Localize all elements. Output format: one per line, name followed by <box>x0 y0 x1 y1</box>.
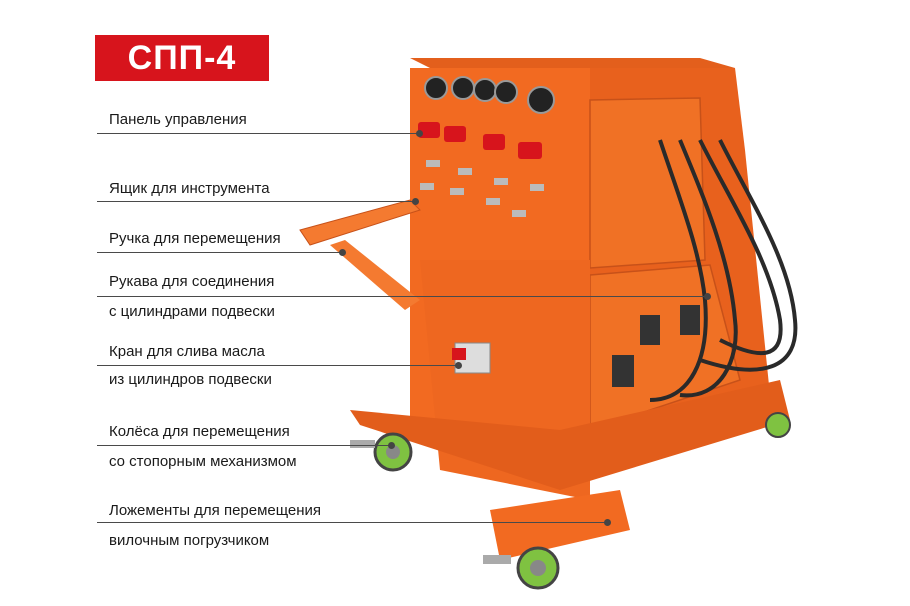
connector <box>640 315 660 345</box>
callout-dot-control-panel <box>416 130 423 137</box>
label-tool-box: Ящик для инструмента <box>109 180 270 197</box>
label-hoses-line1: Рукава для соединения <box>109 273 275 290</box>
wheels <box>373 412 791 590</box>
label-drain-valve-line2: из цилиндров подвески <box>109 371 272 388</box>
callout-line-tool-box <box>97 201 415 202</box>
gauges <box>424 76 555 114</box>
callout-dot-wheels <box>388 442 395 449</box>
callout-line-fork-pockets <box>97 522 607 523</box>
handle-arm <box>330 240 420 310</box>
label-fork-pockets-line1: Ложементы для перемещения <box>109 502 322 519</box>
label-fork-pockets-line2: вилочным погрузчиком <box>109 532 270 549</box>
top-lid <box>410 58 735 68</box>
hoses <box>649 139 798 402</box>
callout-line-handle <box>97 252 342 253</box>
label-hoses-line2: с цилиндрами подвески <box>109 303 275 320</box>
side-door-upper <box>589 97 706 269</box>
callout-dot-handle <box>339 249 346 256</box>
label-handle: Ручка для перемещения <box>109 230 281 247</box>
callout-dot-hoses <box>704 293 711 300</box>
base-frame <box>350 380 790 490</box>
callout-dot-drain-valve <box>455 362 462 369</box>
label-drain-valve-line1: Кран для слива масла <box>109 343 265 360</box>
handle-bar <box>299 199 421 246</box>
callout-dot-fork-pockets <box>604 519 611 526</box>
fork-pocket <box>490 490 630 560</box>
red-valves <box>418 122 542 159</box>
label-control-panel: Панель управления <box>109 111 247 128</box>
callout-line-drain-valve <box>97 365 458 366</box>
title-badge: СПП-4 <box>95 35 269 81</box>
callout-line-wheels <box>97 445 391 446</box>
callout-dot-tool-box <box>412 198 419 205</box>
label-wheels-line1: Колёса для перемещения <box>109 423 290 440</box>
callout-line-hoses <box>97 296 707 297</box>
taps <box>420 160 544 217</box>
callout-line-control-panel <box>97 133 419 134</box>
label-wheels-line2: со стопорным механизмом <box>109 453 297 470</box>
product-title: СПП-4 <box>127 38 237 77</box>
